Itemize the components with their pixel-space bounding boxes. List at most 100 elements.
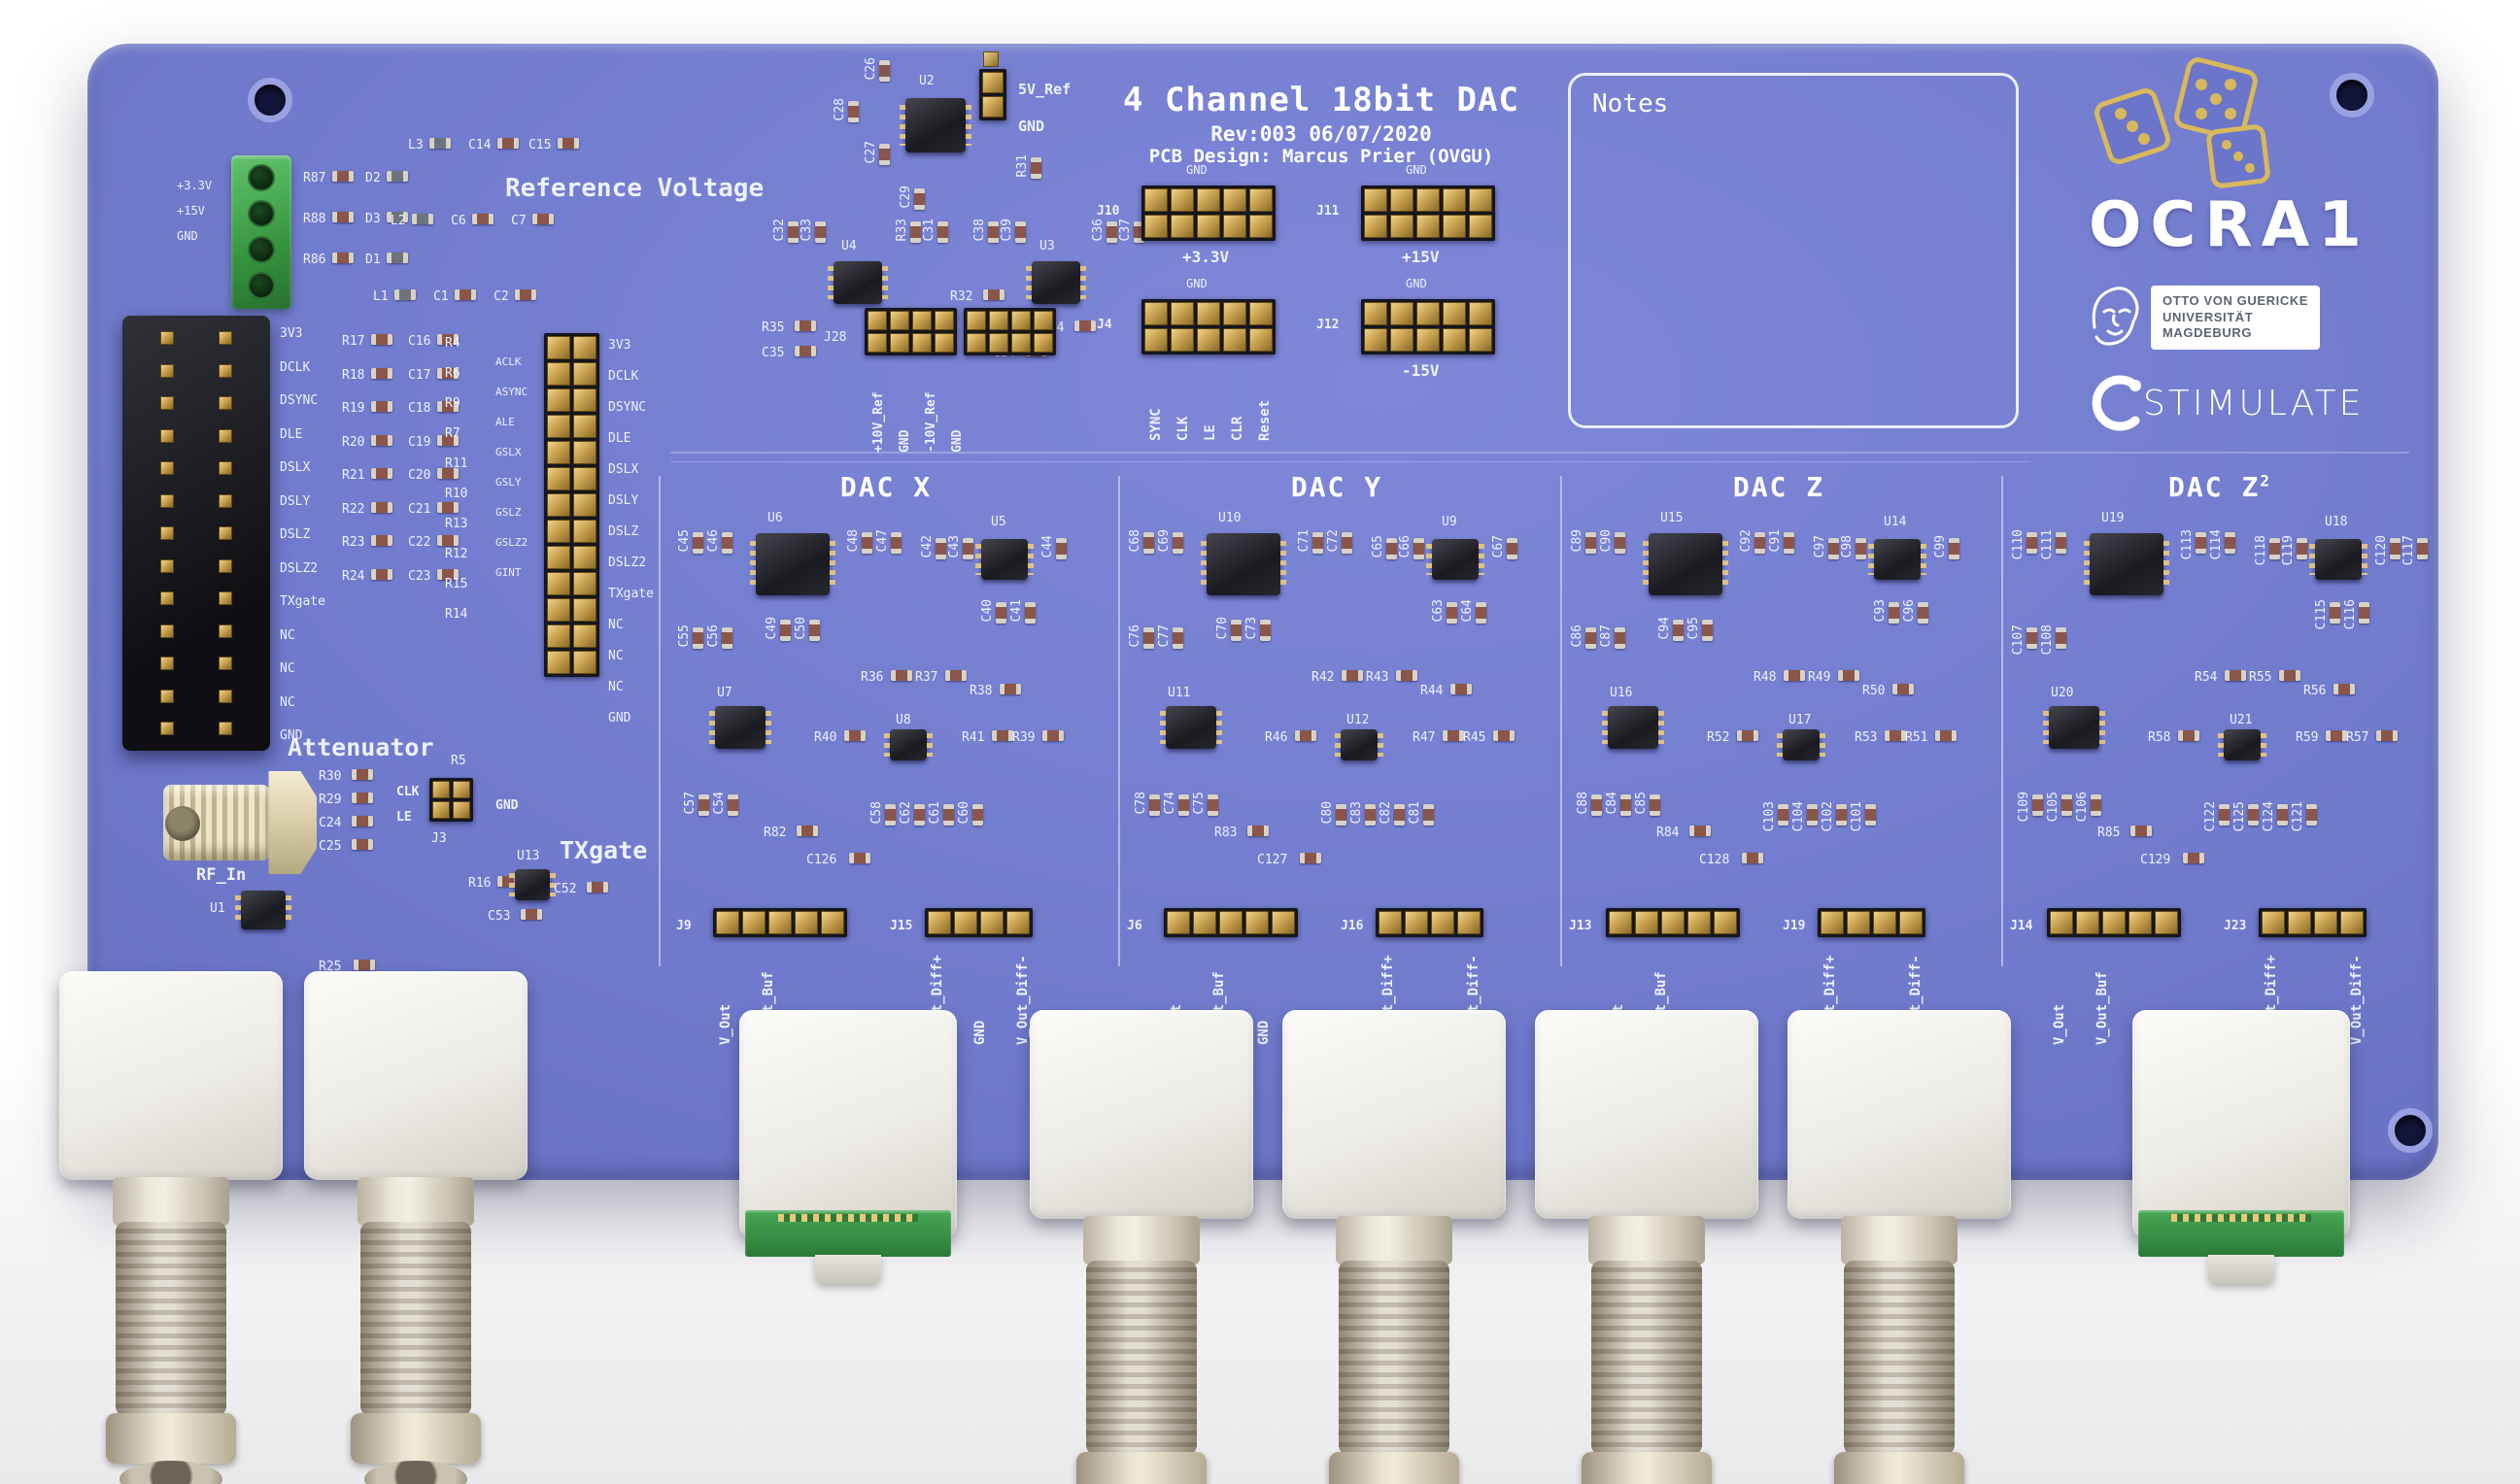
reference-voltage-label: Reference Voltage xyxy=(505,174,765,203)
smd-component xyxy=(910,221,921,243)
smd-component xyxy=(437,468,459,479)
signal-pin-header xyxy=(544,333,599,677)
header-pin xyxy=(547,598,570,622)
silkscreen-label: C46 xyxy=(706,529,721,553)
bnc-collar xyxy=(1329,1452,1459,1484)
header-pin xyxy=(2076,911,2099,934)
header-pin xyxy=(1011,333,1031,353)
stimulate-c-icon xyxy=(2092,375,2141,431)
smd-component xyxy=(988,221,999,243)
silkscreen-label: C87 xyxy=(1599,624,1614,648)
header-pin xyxy=(1469,215,1492,238)
rj45-module xyxy=(739,1010,957,1292)
smd-component xyxy=(1885,730,1906,741)
header-pin xyxy=(1249,328,1273,352)
smd-component xyxy=(437,568,459,580)
ic-chip xyxy=(2084,533,2169,595)
header-pin xyxy=(742,911,766,934)
idc-pin xyxy=(160,363,174,378)
terminal-label: GND xyxy=(177,229,198,243)
dac-section-title: DAC Z xyxy=(1732,471,1825,503)
signal-pin-label: CLK xyxy=(1175,416,1191,441)
bnc-thread xyxy=(1086,1261,1197,1455)
section-divider xyxy=(1560,476,1562,966)
output-pin-label: V_Out_Diff- xyxy=(1015,955,1031,1045)
smd-component xyxy=(1247,826,1269,836)
silkscreen-label: C109 xyxy=(2017,792,2031,823)
idc-pin xyxy=(219,461,232,475)
header-pin xyxy=(2155,911,2178,934)
silkscreen-label: C55 xyxy=(677,624,692,648)
silkscreen-label: C68 xyxy=(1128,529,1142,553)
header-pin xyxy=(573,336,596,359)
silkscreen-label: C50 xyxy=(794,617,808,640)
ic-chip xyxy=(509,869,556,900)
header-pin xyxy=(868,311,887,330)
header-pin xyxy=(1034,333,1053,353)
header-pin xyxy=(547,520,570,543)
smd-component xyxy=(2390,538,2401,559)
smd-component xyxy=(1423,804,1434,826)
header-pin xyxy=(573,467,596,490)
dac-section-title: DAC Y xyxy=(1290,471,1383,503)
board-revision: Rev:003 06/07/2020 xyxy=(1210,122,1432,146)
header-pin xyxy=(432,801,450,819)
silkscreen-label: R49 xyxy=(1808,670,1831,685)
silkscreen-label: C16 xyxy=(408,334,431,349)
header-pin xyxy=(1390,188,1413,212)
header-pin xyxy=(453,801,470,819)
smd-component xyxy=(945,670,967,681)
header-pin xyxy=(573,493,596,517)
silkscreen-label: C105 xyxy=(2046,792,2060,823)
silkscreen-label: C65 xyxy=(1371,535,1385,558)
bnc-connector xyxy=(304,971,528,1484)
silkscreen-label: C94 xyxy=(1657,617,1672,640)
silkscreen-label: C26 xyxy=(864,57,878,81)
rail-label: GND xyxy=(1406,277,1427,290)
header-signal-label: GND xyxy=(608,711,631,725)
silkscreen-label: R15 xyxy=(445,577,468,591)
bnc-neck xyxy=(1841,1216,1958,1265)
ref-jumper xyxy=(979,69,1006,120)
smd-component xyxy=(693,532,703,554)
silkscreen-label: C56 xyxy=(706,624,721,648)
sma-hex xyxy=(268,771,317,874)
header-pin xyxy=(1390,215,1413,238)
idc-signal-label: DSLZ xyxy=(280,527,311,542)
smd-component xyxy=(1134,221,1144,243)
silkscreen-label: C41 xyxy=(1009,599,1024,623)
smd-component xyxy=(521,909,542,920)
header-pin xyxy=(2262,911,2285,934)
header-pin xyxy=(1443,302,1466,325)
smd-component xyxy=(1208,794,1218,816)
header-pin xyxy=(573,441,596,464)
bnc-collar xyxy=(1582,1452,1712,1484)
idc-signal-label: DSLZ2 xyxy=(280,560,319,576)
silkscreen-label: R56 xyxy=(2303,684,2327,698)
header-pin xyxy=(1364,188,1387,212)
bnc-collar xyxy=(1076,1452,1207,1484)
smd-component xyxy=(722,532,732,554)
output-header-j9 xyxy=(713,908,847,937)
idc-signal-label: 3V3 xyxy=(280,326,303,341)
smd-component xyxy=(1231,620,1242,641)
header-ref-label: J4 xyxy=(1097,318,1112,332)
output-pin-label: V_Out_Buf xyxy=(2094,971,2110,1045)
header-signal-label: NC xyxy=(608,618,624,632)
header-pin xyxy=(547,624,570,648)
rail-label: GND xyxy=(1186,163,1208,177)
header-pin xyxy=(890,333,909,353)
smd-component xyxy=(797,826,818,836)
silkscreen-label: C38 xyxy=(972,219,987,242)
header-ref-label: J16 xyxy=(1341,919,1364,933)
silkscreen-label: C33 xyxy=(800,219,814,242)
smd-component xyxy=(1025,602,1036,624)
smd-component xyxy=(352,793,373,803)
header-signal-label: DCLK xyxy=(608,369,639,384)
header-ref-label: J14 xyxy=(2010,919,2033,933)
header-pin xyxy=(1249,188,1273,212)
rail-label: GND xyxy=(1406,163,1427,177)
idc-pin xyxy=(160,493,174,508)
silkscreen-label: C27 xyxy=(864,141,878,164)
smd-component xyxy=(2196,532,2206,554)
